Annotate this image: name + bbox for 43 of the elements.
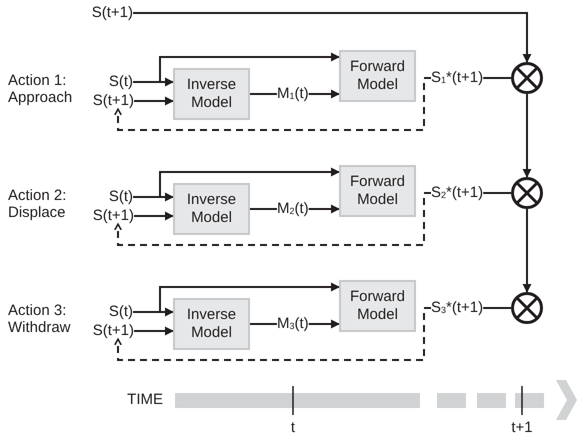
connector-line bbox=[250, 93, 277, 95]
feedback-arrow bbox=[114, 77, 431, 131]
model-box: Inverse Model bbox=[173, 183, 250, 235]
connector-line bbox=[250, 208, 277, 210]
feedback-arrow bbox=[114, 192, 431, 246]
model-box: Forward Model bbox=[339, 165, 416, 217]
tick-label: t+1 bbox=[511, 420, 533, 436]
connector-line bbox=[250, 323, 277, 325]
tick-label: t bbox=[290, 420, 296, 436]
arrow bbox=[308, 204, 340, 214]
connector-line bbox=[483, 77, 511, 79]
action-label: Action 2: Displace bbox=[8, 187, 68, 222]
action-label: Action 1: Approach bbox=[8, 72, 74, 106]
model-box: Inverse Model bbox=[173, 68, 250, 120]
connector-line bbox=[483, 307, 511, 309]
arrow bbox=[134, 96, 174, 106]
axis-title: TIME bbox=[127, 392, 163, 408]
model-box: Forward Model bbox=[339, 50, 416, 102]
multiplier-circle bbox=[511, 177, 543, 209]
multiplier-circle bbox=[511, 62, 543, 94]
connector-line bbox=[483, 192, 511, 194]
arrow bbox=[133, 168, 340, 198]
signal-label: S(t+1) bbox=[92, 4, 133, 22]
arrow bbox=[308, 90, 340, 98]
action-label: Action 3: Withdraw bbox=[8, 302, 72, 336]
model-box: Inverse Model bbox=[173, 298, 250, 350]
signal-label: S(t+1) bbox=[92, 208, 134, 224]
signal-label: S(t+1) bbox=[92, 92, 134, 110]
arrow bbox=[133, 12, 532, 63]
feedback-arrow bbox=[114, 307, 431, 361]
model-box: Forward Model bbox=[339, 280, 416, 332]
arrow bbox=[522, 94, 532, 178]
signal-label: S(t) bbox=[108, 188, 133, 206]
multiplier-circle bbox=[511, 292, 543, 324]
signal-label: S(t+1) bbox=[92, 322, 134, 340]
arrow bbox=[133, 52, 340, 83]
arrow bbox=[134, 326, 174, 336]
signal-label: S(t) bbox=[108, 74, 133, 90]
signal-label: S(t) bbox=[108, 304, 133, 320]
arrow bbox=[133, 282, 340, 313]
arrow bbox=[134, 212, 174, 220]
arrow bbox=[522, 209, 532, 293]
arrow bbox=[308, 320, 340, 328]
